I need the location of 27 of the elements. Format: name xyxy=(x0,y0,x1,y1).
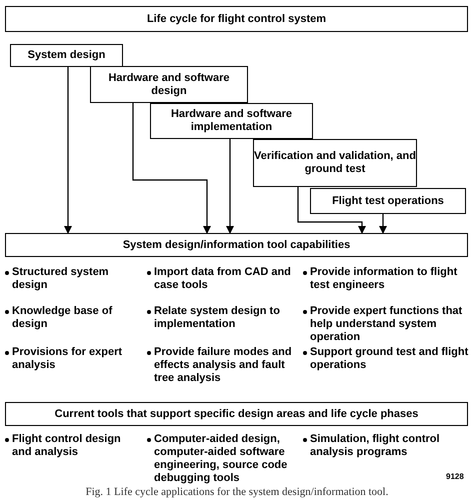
caption: Fig. 1 Life cycle applications for the system design/information tool. xyxy=(84,486,390,498)
section-header-box: Current tools that support specific design areas and life cycle phases xyxy=(5,402,468,426)
bullet-text: Structured system design xyxy=(12,266,110,292)
bullet-text: Flight control design and analysis xyxy=(12,433,122,459)
bullet-text: Provide expert functions that help understand system operation xyxy=(310,305,464,344)
bullet-text: Relate system design to implementation xyxy=(154,305,281,331)
phase-box: Hardware and software design xyxy=(90,66,248,103)
arrow xyxy=(379,214,387,234)
phase-box: System design xyxy=(10,44,123,67)
bullet-text: Computer-aided design, computer-aided software engineering, source code debugging tools xyxy=(154,433,288,485)
phase-box: Hardware and software implementation xyxy=(150,103,313,139)
phase-box: Flight test operations xyxy=(310,188,466,214)
arrow xyxy=(297,187,366,234)
phase-box: Verification and validation, and ground test xyxy=(253,139,417,187)
bullet-text: Knowledge base of design xyxy=(12,305,114,331)
arrow xyxy=(64,67,72,234)
bullet-text: Provide information to flight test engineers xyxy=(310,266,458,292)
bullet-text: Simulation, flight control analysis programs xyxy=(310,433,441,459)
bullet-text: Provide failure modes and effects analysis and fault tree analysis xyxy=(154,346,293,385)
heading-box: Life cycle for flight control system xyxy=(5,6,468,32)
bullet-text: Import data from CAD and case tools xyxy=(154,266,292,292)
bullet-text: Provisions for expert analysis xyxy=(12,346,124,372)
section-header-box: System design/information tool capabilities xyxy=(5,233,468,257)
arrow xyxy=(226,139,234,234)
figure-number: 9128 xyxy=(446,471,464,483)
bullet-text: Support ground test and flight operations xyxy=(310,346,470,372)
arrow xyxy=(132,103,211,234)
